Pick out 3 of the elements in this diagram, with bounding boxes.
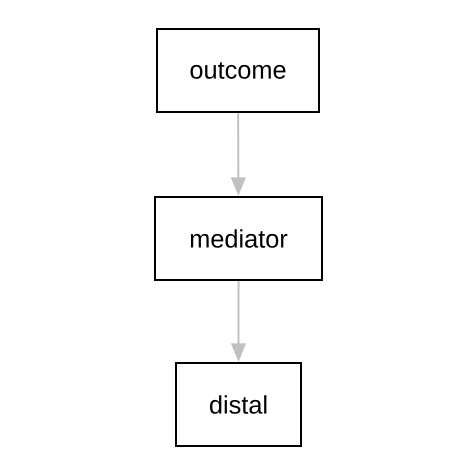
process-box: mediator [154, 196, 323, 281]
process-box: outcome [156, 28, 320, 113]
process-box: distal [175, 362, 302, 447]
